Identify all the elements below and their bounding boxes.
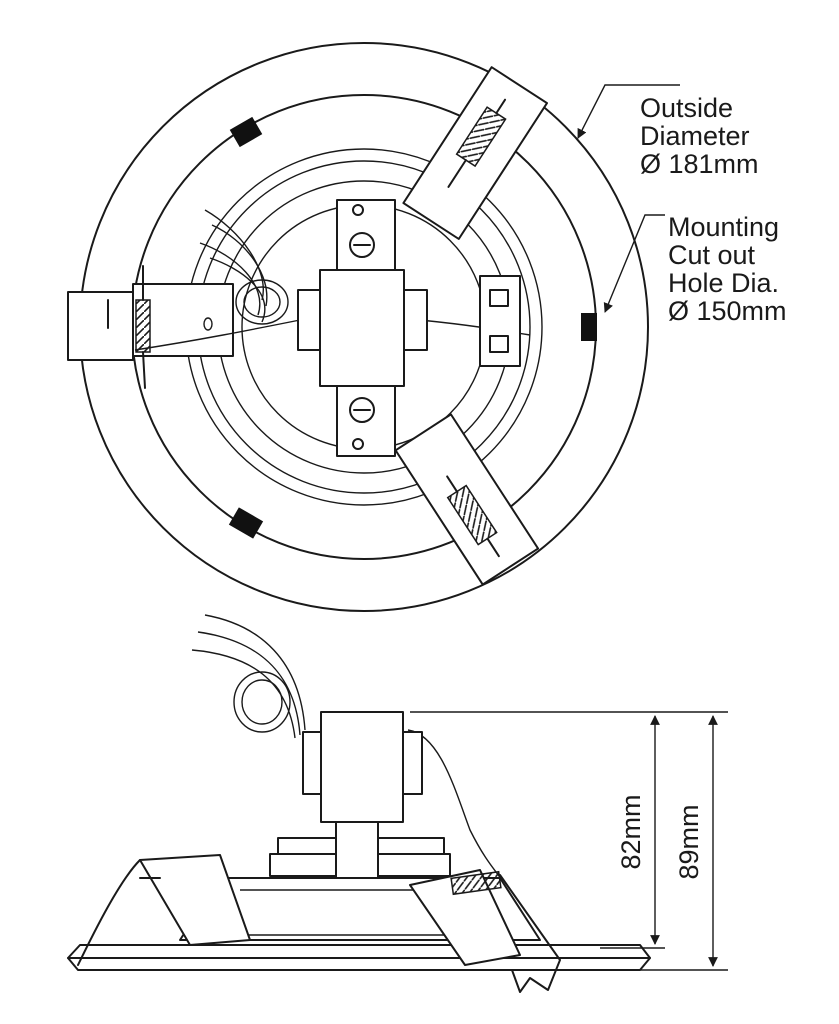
dimension-89-label: 89mm bbox=[674, 804, 704, 879]
trim-base-top bbox=[67, 944, 651, 959]
spring-clip-left bbox=[67, 265, 234, 389]
cutout-diameter-label: Mounting Cut out Hole Dia. Ø 150mm bbox=[668, 212, 787, 326]
spring-clip-lower-right bbox=[394, 413, 540, 586]
retaining-tab bbox=[581, 313, 597, 341]
height-dimensions: 82mm 89mm bbox=[410, 711, 728, 971]
outside-label-line-1: Outside bbox=[640, 93, 733, 123]
side-wires bbox=[191, 614, 503, 881]
trim-base-bottom bbox=[67, 957, 651, 971]
side-spring-clip-left bbox=[77, 854, 251, 966]
outside-diameter-leader bbox=[577, 84, 680, 139]
driver-box bbox=[320, 711, 404, 823]
side-view: 82mm 89mm bbox=[67, 614, 728, 993]
cutout-label-line-3: Hole Dia. bbox=[668, 268, 779, 298]
retaining-tab bbox=[229, 116, 263, 148]
outside-label-line-3: Ø 181mm bbox=[640, 149, 759, 179]
cutout-label-line-2: Cut out bbox=[668, 240, 756, 270]
top-view: Outside Diameter Ø 181mm Mounting Cut ou… bbox=[67, 42, 787, 612]
dimension-82-label: 82mm bbox=[616, 794, 646, 869]
outside-diameter-label: Outside Diameter Ø 181mm bbox=[640, 93, 759, 179]
driver-transformer bbox=[297, 199, 428, 457]
driver-end-cap bbox=[401, 731, 423, 795]
outside-label-line-2: Diameter bbox=[640, 121, 750, 151]
spring-clip-upper-right bbox=[402, 66, 548, 240]
retaining-tab bbox=[228, 507, 264, 539]
cutout-label-line-1: Mounting bbox=[668, 212, 779, 242]
cutout-label-line-4: Ø 150mm bbox=[668, 296, 787, 326]
lamp-holder bbox=[479, 275, 521, 367]
side-spring-clip-right bbox=[409, 869, 561, 993]
cutout-diameter-leader bbox=[603, 214, 665, 313]
driver-stem-front bbox=[335, 821, 379, 879]
